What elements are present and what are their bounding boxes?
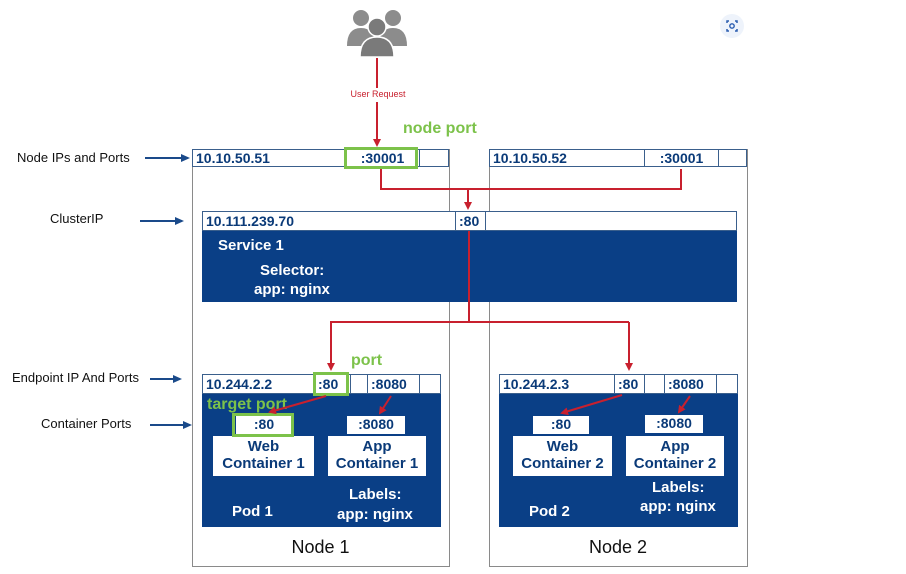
node-2-port: :30001 <box>644 150 718 166</box>
pod-2-labels-value: app: nginx <box>640 498 716 515</box>
app-container-1-line1: App <box>362 438 392 455</box>
node-1-ip-bar-spacer <box>419 150 449 166</box>
pod-1-labels-title: Labels: <box>349 486 402 503</box>
node-2-ip: 10.10.50.52 <box>493 150 567 166</box>
scan-icon[interactable] <box>720 14 744 38</box>
web-container-2-port: :80 <box>533 416 589 434</box>
pod-1-port-8080: :8080 <box>367 375 419 393</box>
pod-1-bar-gap <box>350 375 367 393</box>
app-container-2: App Container 2 <box>626 436 724 476</box>
node-1-ip-bar: 10.10.50.51 :30001 <box>192 149 449 167</box>
pod-2-ip-bar: 10.244.2.3 :80 :8080 <box>499 374 738 394</box>
node-port-highlight <box>344 147 418 169</box>
web-container-1-port: :80 <box>236 416 292 434</box>
app-container-2-line1: App <box>660 438 690 455</box>
pod-1-panel: :80 :8080 Web Container 1 App Container … <box>202 394 441 527</box>
selector-value: app: nginx <box>254 281 330 298</box>
node-2-title: Node 2 <box>588 537 648 557</box>
pod-2-port-80: :80 <box>614 375 644 393</box>
side-label-cluster-ip: ClusterIP <box>50 211 104 226</box>
users-group-icon <box>344 8 410 58</box>
cluster-ip: 10.111.239.70 <box>206 213 294 229</box>
web-container-1: Web Container 1 <box>213 436 314 476</box>
app-container-2-line2: Container 2 <box>633 455 717 472</box>
node-2-ip-bar-spacer <box>718 150 747 166</box>
pod-2-labels-title: Labels: <box>652 479 705 496</box>
pod-1-ip: 10.244.2.2 <box>206 376 273 392</box>
node-1-title: Node 1 <box>291 537 350 557</box>
web-container-2: Web Container 2 <box>513 436 612 476</box>
arrow-pod1-8080-to-app <box>378 395 392 415</box>
pod-2-port-8080: :8080 <box>664 375 716 393</box>
web-container-1-line2: Container 1 <box>222 455 305 472</box>
user-request-label: User Request <box>350 89 406 99</box>
pod-2-bar-gap <box>644 375 664 393</box>
port-highlight <box>313 372 349 396</box>
cluster-port: :80 <box>455 212 485 230</box>
side-label-container-ports: Container Ports <box>41 416 132 431</box>
pod-1-bar-end <box>419 375 441 393</box>
pod-1-ip-bar: 10.244.2.2 :80 :8080 <box>202 374 441 394</box>
side-label-node-ips: Node IPs and Ports <box>17 150 130 165</box>
pod-2-panel: :80 :8080 Web Container 2 App Container … <box>499 394 738 527</box>
arrow-pod2-8080-to-app <box>677 395 691 414</box>
app-container-1-port: :8080 <box>347 416 405 434</box>
pod-2-name: Pod 2 <box>529 503 570 520</box>
web-container-1-line1: Web <box>247 438 280 455</box>
pod-2-ip: 10.244.2.3 <box>503 376 570 392</box>
arrow-pod2-80-to-web <box>560 394 623 416</box>
arrow-node1-to-cluster <box>380 169 682 190</box>
app-container-1: App Container 1 <box>328 436 426 476</box>
app-container-2-port: :8080 <box>645 415 703 433</box>
arrow-pod1-80-to-web <box>268 395 327 415</box>
pod-1-labels-value: app: nginx <box>337 506 413 523</box>
target-port-highlight <box>232 413 294 437</box>
node-1-ip: 10.10.50.51 <box>196 150 270 166</box>
side-label-endpoint: Endpoint IP And Ports <box>12 370 139 385</box>
arrow-cluster-to-pods <box>468 231 629 323</box>
arrow-cluster-to-pod1 <box>327 321 469 371</box>
web-container-2-line2: Container 2 <box>521 455 604 472</box>
cluster-ip-bar-spacer <box>485 212 737 230</box>
selector-title: Selector: <box>260 262 325 279</box>
pod-1-name: Pod 1 <box>232 503 273 520</box>
node-2-ip-bar: 10.10.50.52 :30001 <box>489 149 747 167</box>
web-container-2-line1: Web <box>546 438 579 455</box>
app-container-1-line2: Container 1 <box>335 455 419 472</box>
service-name: Service 1 <box>218 237 284 254</box>
cluster-ip-bar: 10.111.239.70 :80 <box>202 211 737 231</box>
port-annotation: port <box>351 352 383 369</box>
target-port-annotation: target port <box>207 396 287 413</box>
node-port-annotation: node port <box>403 120 477 137</box>
pod-2-bar-end <box>716 375 738 393</box>
